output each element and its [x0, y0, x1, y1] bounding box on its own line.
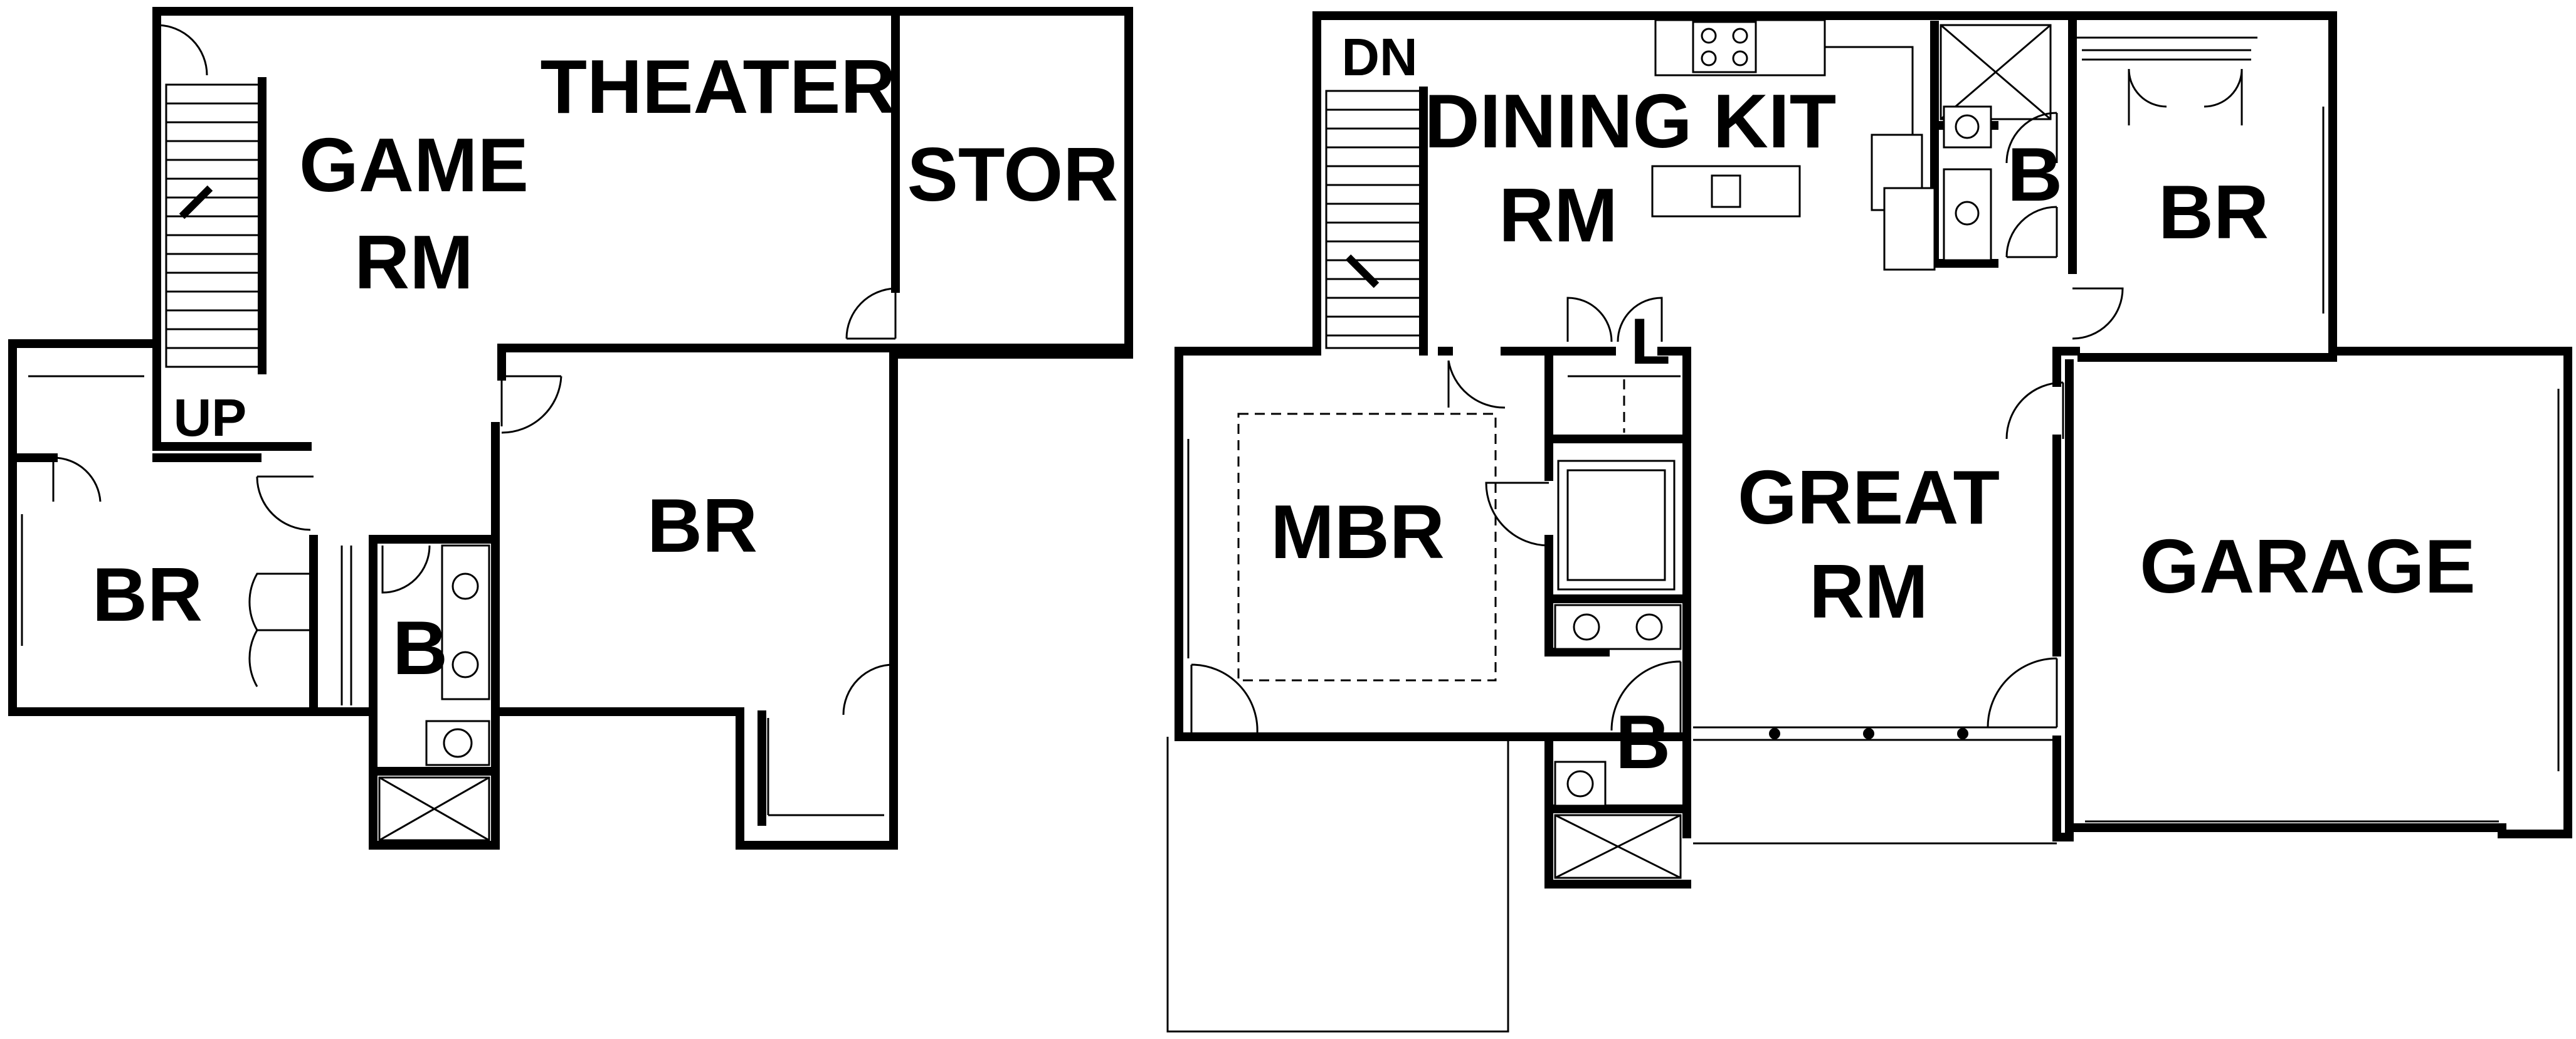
dn-label: DN — [1341, 28, 1417, 87]
laundry-label: L — [1630, 305, 1671, 378]
br-left-label: BR — [92, 552, 203, 637]
patio-outline — [1166, 737, 1509, 1033]
cooktop-icon — [1692, 21, 1757, 73]
closet-door-b-icon — [248, 629, 314, 687]
kit-label: KIT — [1713, 78, 1837, 164]
lower-bath-toilet-icon — [1554, 761, 1607, 807]
island-sink-icon — [1711, 174, 1741, 208]
main-exterior-wall-left — [1175, 11, 1321, 741]
mbr-bath-door-icon — [1485, 482, 1549, 547]
stor-label: STOR — [907, 132, 1119, 217]
kit-bath-shower-icon — [1940, 24, 2052, 120]
pantry-counter — [1883, 187, 1936, 271]
game-rm-label: GAME — [299, 122, 529, 208]
shower-icon — [378, 776, 490, 841]
br-left-door-icon — [52, 456, 102, 502]
mbr-exterior-door-icon — [1190, 663, 1259, 734]
toilet-bowl-icon — [443, 728, 473, 758]
bath-lower-door-icon — [1610, 660, 1682, 734]
theater-label: THEATER — [540, 44, 895, 129]
kit-bath-door-icon — [2005, 112, 2058, 164]
kit-bath-door-2-icon — [2005, 206, 2058, 258]
deck-post-icon — [1769, 728, 1780, 739]
great-rm-exterior-door-icon — [1987, 657, 2058, 728]
tub-icon — [1557, 460, 1676, 591]
game-rm-label-line2: RM — [354, 219, 473, 305]
br-right-door-icon — [500, 375, 562, 434]
mbr-label: MBR — [1270, 489, 1445, 574]
br-closet-door-icon — [2128, 68, 2167, 125]
up-label: UP — [174, 388, 247, 447]
dining-rm-label-line2: RM — [1499, 172, 1618, 258]
kit-bath-sink-icon — [1955, 201, 1980, 226]
stair-arrow-down-icon — [1345, 254, 1380, 288]
deck-post-2-icon — [1863, 728, 1874, 739]
lower-bath-shower-icon — [1554, 814, 1682, 879]
main-level-plan: DN DINING RM KIT B BR L MBR GREAT RM GAR… — [1166, 11, 2572, 1033]
entry-door-icon — [156, 24, 208, 76]
mbr-sink-2-icon — [1635, 613, 1663, 641]
great-rm-label-line2: RM — [1809, 549, 1928, 634]
bath-door-icon — [381, 545, 431, 594]
br-main-label: BR — [2158, 169, 2269, 255]
lower-level-plan: THEATER GAME RM STOR UP BR B BR — [8, 7, 1133, 850]
stair-main — [1325, 90, 1422, 349]
br-left-door-2-icon — [256, 475, 314, 531]
closet-right-door-icon — [842, 663, 895, 715]
kitchen-counter-return — [1825, 46, 1914, 135]
dining-rm-label: DINING — [1425, 78, 1692, 164]
kit-bath-label: B — [2007, 132, 2062, 217]
mbr-tray-ceiling — [1237, 413, 1497, 682]
garage-door-icon — [2005, 381, 2064, 440]
stair-lower — [165, 83, 261, 368]
mbr-sink-icon — [1573, 613, 1600, 641]
deck-post-3-icon — [1957, 728, 1968, 739]
great-rm-label: GREAT — [1738, 455, 2000, 540]
stair-arrow-icon — [179, 185, 213, 219]
laundry-door-2-icon — [1617, 297, 1663, 342]
br-closet-door-2-icon — [2204, 68, 2243, 125]
lower-bath-toilet-bowl-icon — [1566, 770, 1594, 798]
stor-door-icon — [845, 287, 897, 340]
mbr-door-icon — [1447, 360, 1506, 409]
garage-label: GARAGE — [2140, 524, 2475, 609]
sink-icon — [451, 572, 479, 600]
tub-inner — [1566, 469, 1666, 581]
bath-lower-main-label: B — [1615, 699, 1671, 784]
lower-exterior-wall — [8, 7, 1133, 850]
sink-2-icon — [451, 651, 479, 678]
kit-bath-toilet-bowl-icon — [1955, 114, 1980, 139]
br-door-icon — [2072, 287, 2124, 340]
laundry-door-icon — [1566, 297, 1613, 342]
bath-label: B — [393, 605, 448, 690]
closet-door-a-icon — [248, 572, 314, 631]
br-right-label: BR — [647, 483, 757, 568]
